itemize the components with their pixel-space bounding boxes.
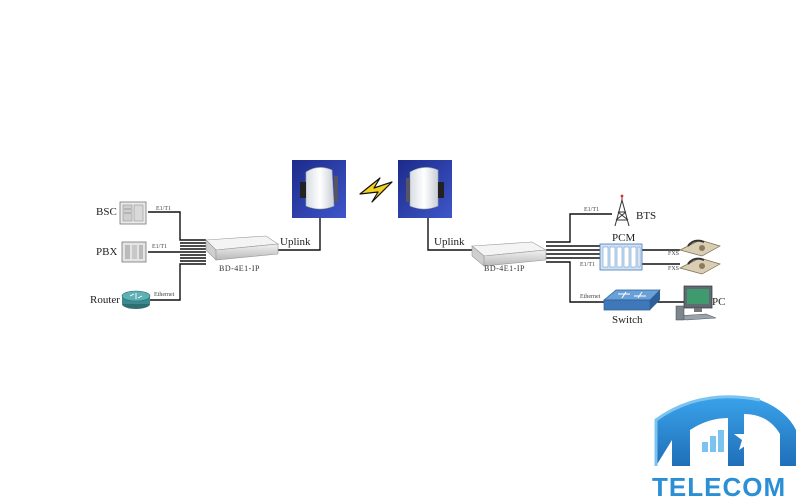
right-device-icon — [471, 241, 547, 267]
bts-tower-icon — [614, 194, 630, 227]
pc-icon — [675, 285, 717, 321]
bts-label: BTS — [636, 210, 657, 222]
phone-icon-2 — [679, 257, 721, 275]
logo-text: TELECOM — [652, 472, 787, 502]
left-antenna-icon — [292, 160, 346, 218]
bsc-label: BSC — [96, 206, 117, 218]
lightning-bolt-icon — [359, 177, 393, 203]
bsc-cabinet-icon — [119, 201, 147, 225]
router-link-label: Ethernet — [154, 292, 175, 298]
switch-link-label: Ethernet — [580, 294, 601, 300]
bsc-link-label: E1/T1 — [156, 206, 171, 212]
phone-link-label-2: FXS — [668, 266, 680, 272]
switch-label: Switch — [612, 314, 643, 326]
left-uplink-label: Uplink — [280, 236, 311, 248]
right-device-label: BD-4E1-IP — [484, 264, 525, 273]
router-label: Router — [90, 294, 120, 306]
phone-icon-1 — [679, 239, 721, 257]
connection-lines — [148, 211, 690, 303]
switch-icon — [603, 289, 661, 311]
router-icon — [121, 290, 151, 309]
left-device-icon — [205, 235, 279, 261]
telecom-logo-icon — [654, 395, 796, 466]
right-uplink-label: Uplink — [434, 236, 465, 248]
pcm-label: PCM — [612, 232, 636, 244]
pbx-link-label: E1/T1 — [152, 244, 167, 250]
pbx-icon — [121, 241, 147, 263]
pc-label: PC — [712, 296, 726, 308]
left-device-label: BD-4E1-IP — [219, 264, 260, 273]
bts-link-label: E1/T1 — [584, 207, 599, 213]
pbx-label: PBX — [96, 246, 118, 258]
phone-link-label-1: FXS — [668, 251, 680, 257]
pcm-icon — [599, 243, 643, 271]
pcm-link-label: E1/T1 — [580, 262, 595, 268]
right-antenna-icon — [398, 160, 452, 218]
